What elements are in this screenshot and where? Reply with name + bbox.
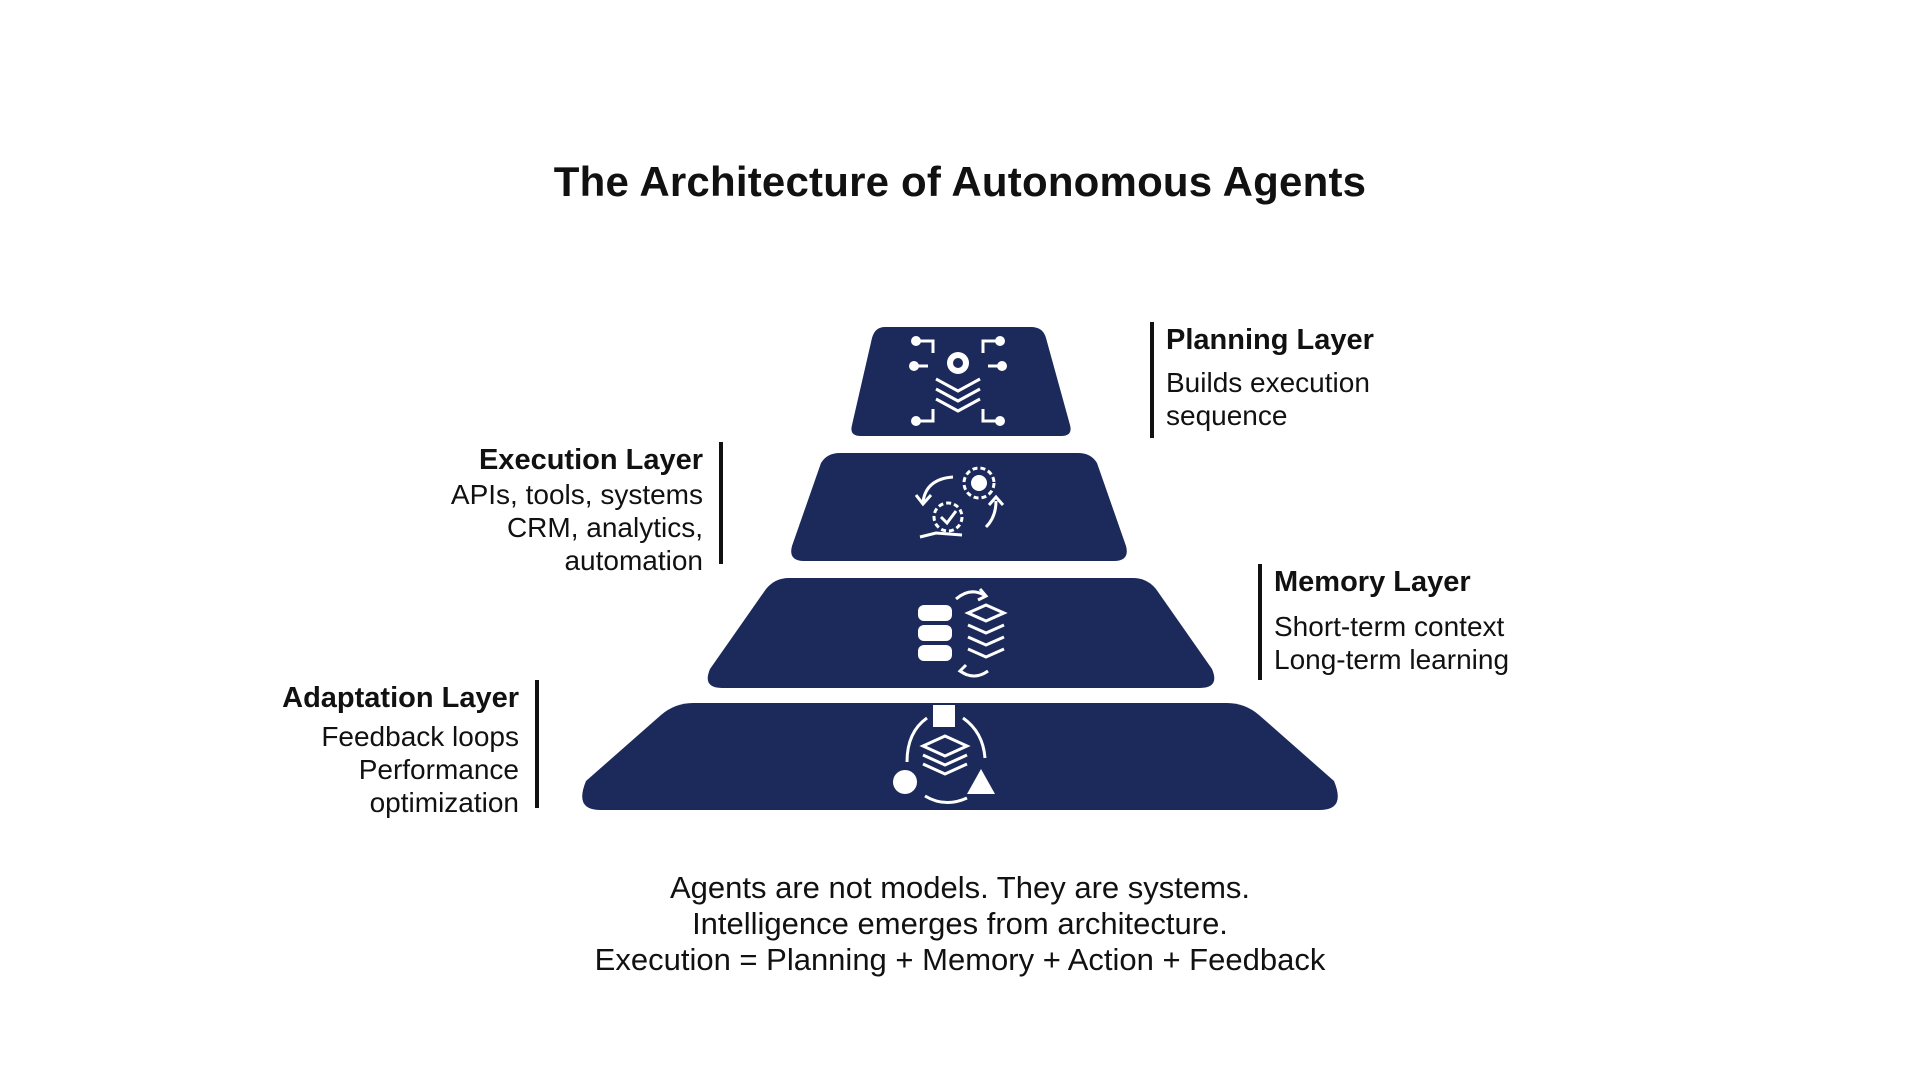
adaptation-layer-label: Adaptation Layer Feedback loops Performa…	[282, 680, 539, 818]
footer-summary: Agents are not models. They are systems.…	[0, 870, 1920, 978]
execution-tier	[791, 453, 1127, 561]
adaptation-layer-description: Feedback loops Performance optimization	[321, 721, 519, 818]
footer-line-1: Agents are not models. They are systems.	[669, 870, 1251, 905]
execution-layer-label: Execution Layer APIs, tools, systems CRM…	[451, 442, 723, 576]
footer-line-2: Intelligence emerges from architecture.	[692, 906, 1228, 941]
memory-layer-description: Short-term context Long-term learning	[1274, 611, 1510, 675]
planning-layer-label: Planning Layer Builds execution sequence	[1150, 322, 1374, 438]
footer-line-3: Execution = Planning + Memory + Action +…	[594, 942, 1326, 977]
memory-layer-name: Memory Layer	[1274, 566, 1471, 598]
execution-layer-description: APIs, tools, systems CRM, analytics, aut…	[450, 479, 703, 576]
adaptation-layer-name: Adaptation Layer	[282, 682, 519, 714]
layers-cycle-shapes-icon	[893, 705, 995, 804]
page-title: The Architecture of Autonomous Agents	[553, 158, 1367, 205]
memory-layer-label: Memory Layer Short-term context Long-ter…	[1258, 564, 1509, 680]
planning-tier	[851, 327, 1071, 436]
code-gear-stack-circuit-icon	[909, 336, 1007, 426]
gear-hand-cycle-icon	[914, 466, 1005, 539]
adaptation-tier	[582, 703, 1338, 810]
database-layers-sync-icon	[918, 588, 1008, 678]
planning-layer-name: Planning Layer	[1166, 324, 1374, 356]
memory-tier	[707, 578, 1215, 688]
planning-layer-description: Builds execution sequence	[1166, 367, 1370, 431]
execution-layer-name: Execution Layer	[478, 444, 703, 476]
